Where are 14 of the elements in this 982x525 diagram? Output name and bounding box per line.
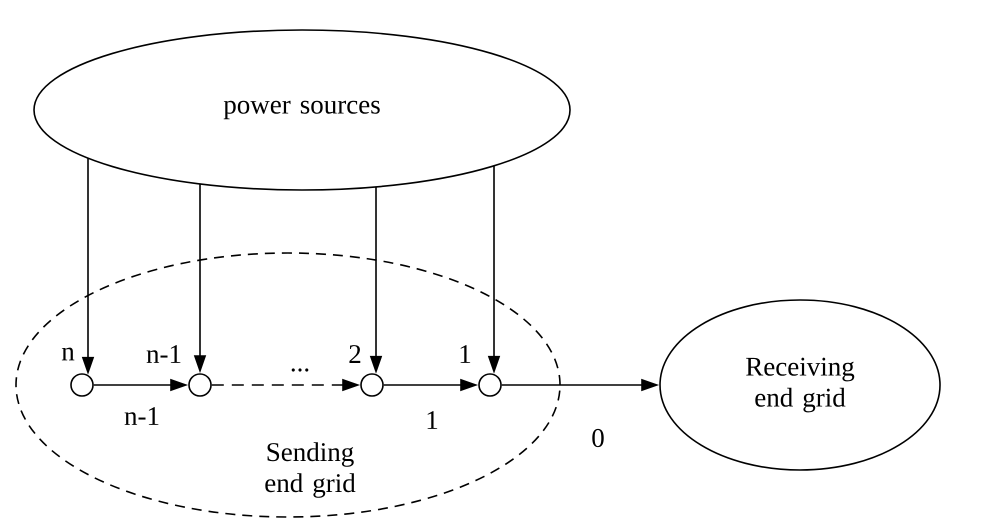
ellipse-node: power sources [33, 29, 571, 191]
ellipse-node: Receiving end grid [659, 299, 941, 471]
circle-node [360, 373, 384, 397]
edge-label: ... [288, 367, 312, 373]
circle-node [478, 373, 502, 397]
edge-label: 0 [590, 428, 606, 448]
circle-node [70, 373, 94, 397]
circle-node [188, 373, 212, 397]
node-label: 1 [460, 345, 470, 363]
edge-label: n-1 [123, 406, 161, 426]
node-label: n [62, 348, 74, 360]
node-label: n-1 [146, 345, 180, 363]
edge-label: 1 [424, 410, 440, 430]
node-label: 2 [349, 345, 360, 363]
